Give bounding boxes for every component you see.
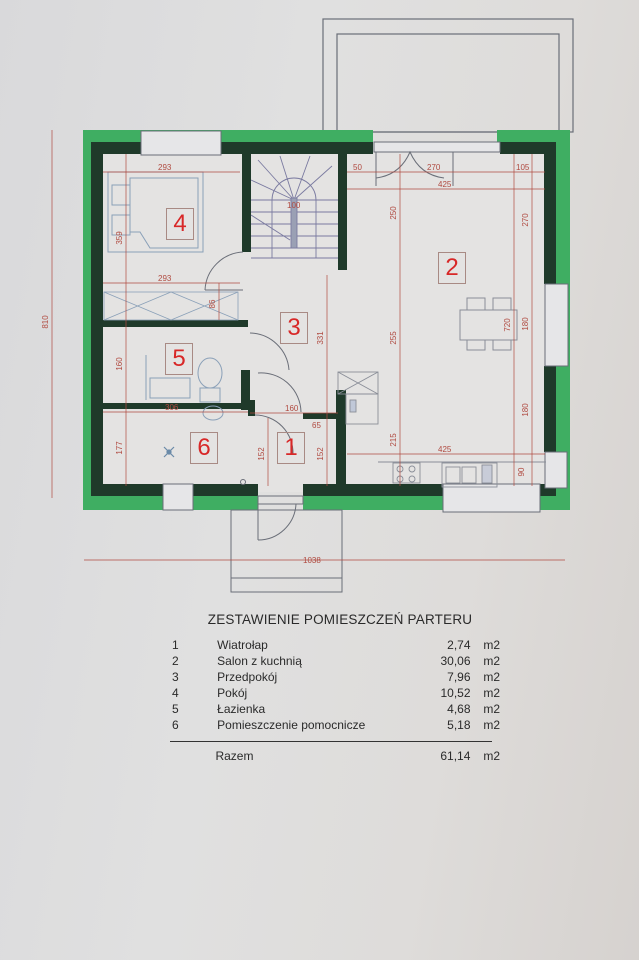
dim-salon-top-right: 105 — [516, 163, 530, 172]
area-unit: m2 — [483, 638, 500, 652]
dim-salon-right-bottom: 90 — [517, 467, 526, 476]
dim-hall-width: 160 — [285, 404, 299, 413]
table-title: ZESTAWIENIE POMIESZCZEŃ PARTERU — [207, 612, 473, 627]
dim-room5-depth: 160 — [115, 357, 124, 371]
table-row: 4 Pokój 10,52 m2 — [170, 685, 500, 701]
doors — [204, 150, 454, 593]
dim-overall-height: 810 — [41, 315, 50, 329]
total-label: Razem — [215, 749, 254, 763]
room-area: 30,06 — [440, 654, 471, 668]
room-name: Salon z kuchnią — [217, 654, 302, 668]
room-area: 4,68 — [447, 702, 471, 716]
dim-room6-width: 306 — [165, 403, 179, 412]
room-number: 2 — [172, 654, 179, 668]
room-number-1: 1 — [277, 432, 305, 464]
room-name: Pomieszczenie pomocnicze — [217, 718, 366, 732]
dining-table — [459, 297, 518, 351]
dim-vestibule-depth-right: 152 — [316, 447, 325, 461]
dim-salon-right-window: 180 — [521, 317, 530, 331]
dim-salon-width: 425 — [438, 180, 452, 189]
room-name: Łazienka — [217, 702, 266, 716]
floor-plan-drawing: 293 293 306 160 65 50 270 105 425 425 10… — [41, 18, 574, 593]
boiler-icon — [240, 479, 246, 485]
floor-drain-icon — [163, 446, 175, 458]
dim-closet-depth: 86 — [208, 299, 217, 308]
room-number: 3 — [172, 670, 179, 684]
room-name: Wiatrołap — [217, 638, 268, 652]
walls — [91, 142, 556, 496]
room-name: Przedpokój — [217, 670, 278, 684]
room-summary-table: ZESTAWIENIE POMIESZCZEŃ PARTERU 1 Wiatro… — [170, 612, 500, 764]
terrace-outline — [322, 18, 574, 133]
total-unit: m2 — [483, 749, 501, 763]
room-number: 4 — [172, 686, 179, 700]
table-row: 2 Salon z kuchnią 30,06 m2 — [170, 653, 500, 669]
table-rows: 1 Wiatrołap 2,74 m2 2 Salon z kuchnią 30… — [170, 637, 500, 733]
dim-room4-depth: 359 — [115, 231, 124, 245]
table-row: 5 Łazienka 4,68 m2 — [170, 701, 500, 717]
dim-room6-depth: 177 — [115, 441, 124, 455]
room-area: 5,18 — [447, 718, 471, 732]
table-total-row: Razem 61,14 m2 — [170, 748, 500, 764]
dim-hall-depth: 331 — [316, 331, 325, 345]
dim-salon-right-upper: 270 — [521, 213, 530, 227]
room-number-2: 2 — [438, 252, 466, 284]
dim-dining-offset: 720 — [503, 318, 512, 332]
room-name: Pokój — [217, 686, 248, 700]
table-row: 6 Pomieszczenie pomocnicze 5,18 m2 — [170, 717, 500, 733]
dim-room4-width: 293 — [158, 163, 172, 172]
kitchen — [337, 371, 546, 488]
bathroom-fixtures — [145, 355, 224, 421]
table-row: 1 Wiatrołap 2,74 m2 — [170, 637, 500, 653]
dim-salon-left-mid: 255 — [389, 331, 398, 345]
room-number-3: 3 — [280, 312, 308, 344]
dim-salon-left-lower: 215 — [389, 433, 398, 447]
windows — [140, 130, 569, 513]
dim-stairs-width: 100 — [287, 201, 301, 210]
room-number-5: 5 — [165, 343, 193, 375]
dim-vestibule-depth: 152 — [257, 447, 266, 461]
dim-vestibule-nook: 65 — [312, 421, 321, 430]
room-area: 2,74 — [447, 638, 471, 652]
staircase — [250, 155, 338, 259]
floor-plan: 293 293 306 160 65 50 270 105 425 425 10… — [41, 18, 574, 593]
total-area: 61,14 — [440, 749, 471, 763]
table-row: 3 Przedpokój 7,96 m2 — [170, 669, 500, 685]
room-area: 10,52 — [440, 686, 471, 700]
table-divider — [170, 741, 492, 742]
dim-salon-top-left: 50 — [353, 163, 362, 172]
room-number: 1 — [172, 638, 179, 652]
wardrobe — [103, 291, 239, 321]
area-unit: m2 — [483, 686, 500, 700]
area-unit: m2 — [483, 670, 500, 684]
room-number: 5 — [172, 702, 179, 716]
area-unit: m2 — [483, 654, 500, 668]
dim-salon-width-bottom: 425 — [438, 445, 452, 454]
area-unit: m2 — [483, 702, 500, 716]
dim-overall-width: 1038 — [303, 556, 321, 565]
dimension-labels: 293 293 306 160 65 50 270 105 425 425 10… — [41, 163, 530, 565]
dimension-lines — [51, 130, 565, 561]
dim-salon-top-door: 270 — [427, 163, 441, 172]
room-number-4: 4 — [166, 208, 194, 240]
area-unit: m2 — [483, 718, 500, 732]
dim-salon-left-upper: 250 — [389, 206, 398, 220]
room-number: 6 — [172, 718, 179, 732]
dim-closet-width: 293 — [158, 274, 172, 283]
room-number-6: 6 — [190, 432, 218, 464]
dim-salon-right-lower: 180 — [521, 403, 530, 417]
room-area: 7,96 — [447, 670, 471, 684]
